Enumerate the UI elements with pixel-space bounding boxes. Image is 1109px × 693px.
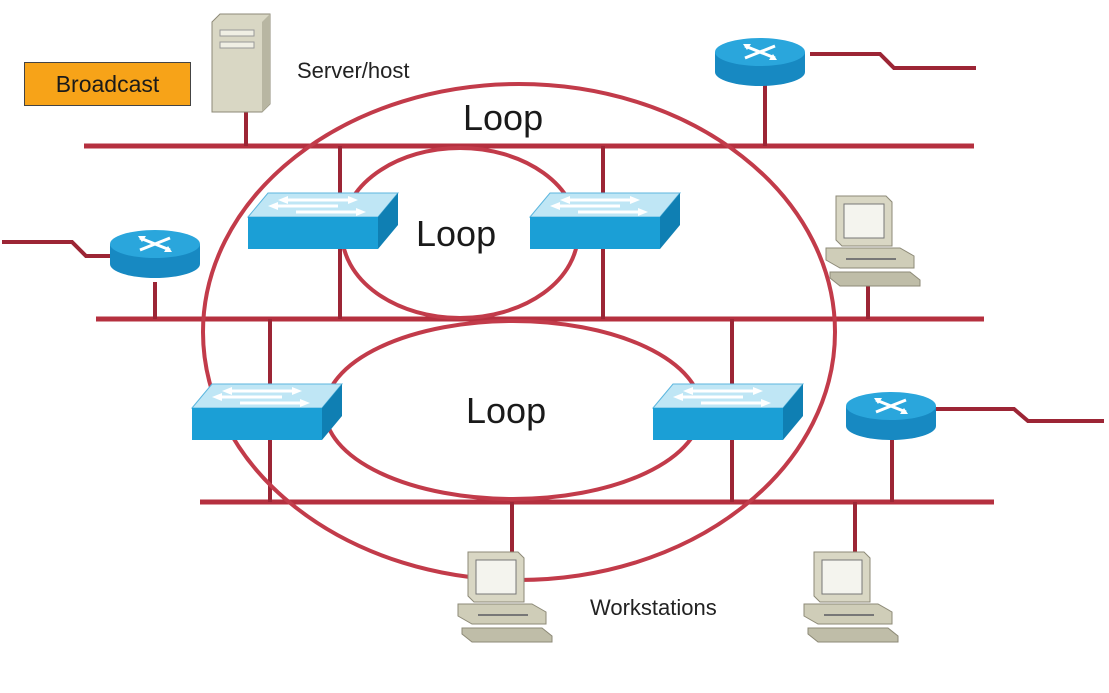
switch-icon [190,382,344,442]
loop-paths [201,82,837,582]
router-icon [108,228,202,280]
loop-outer-label: Loop [463,97,544,138]
server-host-label: Server/host [297,58,410,83]
switch-icon [651,382,805,442]
switch-icon [528,191,682,251]
router-icon [844,390,938,442]
server-icon [211,13,271,113]
router-icon [713,36,807,88]
workstations-label: Workstations [590,595,717,620]
device-links [2,52,1104,552]
loop-lower-label: Loop [466,390,547,431]
loop-upper-label: Loop [416,213,497,254]
workstation-icon [457,551,553,643]
switch-icon [246,191,400,251]
workstation-icon [803,551,899,643]
workstation-icon [825,195,921,287]
broadcast-badge: Broadcast [24,62,191,106]
